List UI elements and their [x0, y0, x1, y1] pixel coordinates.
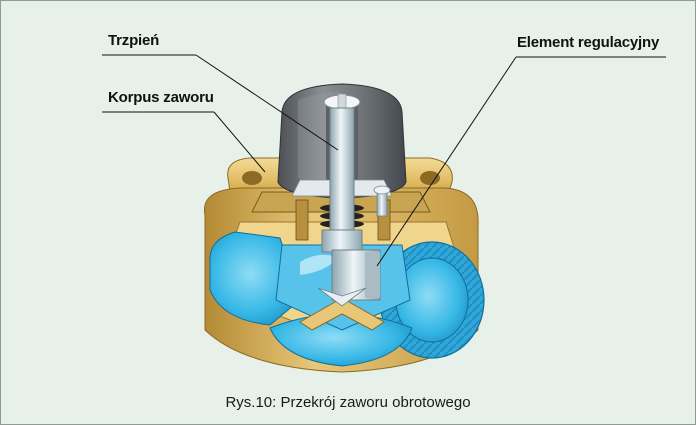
label-control-element: Element regulacyjny: [517, 34, 659, 51]
label-valve-body: Korpus zaworu: [108, 89, 214, 106]
label-stem: Trzpień: [108, 32, 159, 49]
figure-caption: Rys.10: Przekrój zaworu obrotowego: [0, 394, 696, 411]
